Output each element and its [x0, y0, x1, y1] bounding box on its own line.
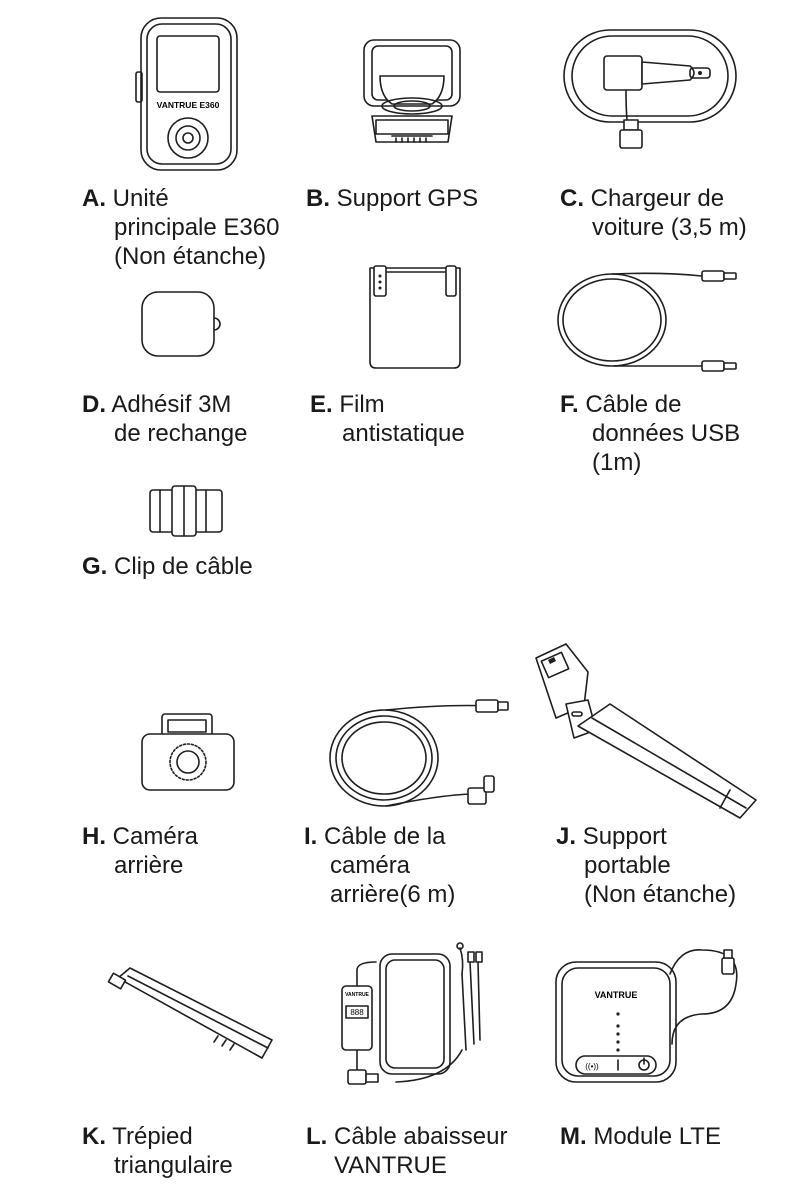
caption-letter: K.	[82, 1123, 106, 1150]
caption-line: caméra	[330, 852, 411, 879]
caption-a: A. Unité principale E360 (Non étanche)	[82, 184, 279, 271]
caption-line: (Non étanche)	[114, 243, 267, 270]
caption-line: Caméra	[112, 823, 199, 850]
caption-letter: D.	[82, 391, 106, 418]
caption-f: F. Câble de données USB (1m)	[560, 390, 740, 477]
caption-line: données USB	[592, 420, 741, 447]
portable-stand-icon	[526, 634, 776, 834]
caption-d: D. Adhésif 3M de rechange	[82, 390, 247, 448]
caption-line: Support GPS	[336, 185, 479, 212]
hardwire-display-label: 888	[350, 1008, 364, 1017]
cable-clip-icon	[146, 484, 226, 538]
caption-line: Câble de	[585, 391, 682, 418]
caption-line: de rechange	[114, 420, 248, 447]
caption-line: Unité	[112, 185, 169, 212]
caption-letter: E.	[310, 391, 333, 418]
usb-cable-icon	[552, 262, 752, 378]
caption-line: arrière	[114, 852, 184, 879]
dashcam-icon: VANTRUE E360	[133, 14, 243, 174]
hardwire-kit-icon: VANTRUE 888	[336, 940, 516, 1090]
caption-line: Câble abaisseur	[334, 1123, 508, 1150]
caption-letter: L.	[306, 1123, 328, 1150]
lte-module-icon: VANTRUE ((•))	[552, 944, 752, 1094]
rear-camera-icon	[134, 710, 244, 800]
caption-b: B. Support GPS	[306, 184, 478, 213]
caption-k: K. Trépied triangulaire	[82, 1122, 233, 1180]
caption-c: C. Chargeur de voiture (3,5 m)	[560, 184, 747, 242]
antistatic-film-icon	[364, 262, 469, 372]
caption-line: (Non étanche)	[584, 881, 737, 908]
caption-line: voiture (3,5 m)	[592, 214, 747, 241]
caption-line: antistatique	[342, 420, 465, 447]
caption-letter: H.	[82, 823, 106, 850]
caption-line: Module LTE	[593, 1123, 721, 1150]
rear-camera-cable-icon	[326, 690, 516, 812]
caption-letter: J.	[556, 823, 577, 850]
caption-letter: I.	[304, 823, 318, 850]
caption-line: arrière(6 m)	[330, 881, 456, 908]
caption-l: L. Câble abaisseur VANTRUE	[306, 1122, 507, 1180]
caption-line: Câble de la	[324, 823, 446, 850]
camera-brand-label: VANTRUE E360	[157, 100, 220, 110]
caption-e: E. Film antistatique	[310, 390, 465, 448]
caption-line: Trépied	[112, 1123, 193, 1150]
caption-letter: C.	[560, 185, 584, 212]
caption-line: principale E360	[114, 214, 280, 241]
hardwire-brand-label: VANTRUE	[345, 992, 369, 998]
caption-h: H. Caméra arrière	[82, 822, 198, 880]
caption-i: I. Câble de la caméra arrière(6 m)	[304, 822, 455, 909]
caption-g: G. Clip de câble	[82, 552, 253, 581]
car-charger-icon	[550, 26, 740, 156]
caption-line: Clip de câble	[114, 553, 253, 580]
lte-brand-label: VANTRUE	[595, 990, 638, 1000]
caption-line: Film	[339, 391, 385, 418]
caption-line: portable	[584, 852, 671, 879]
caption-line: triangulaire	[114, 1152, 233, 1179]
caption-letter: B.	[306, 185, 330, 212]
gps-mount-icon	[352, 36, 472, 154]
caption-line: (1m)	[592, 449, 642, 476]
caption-j: J. Support portable (Non étanche)	[556, 822, 736, 909]
tripod-icon	[104, 956, 284, 1066]
caption-letter: F.	[560, 391, 579, 418]
adhesive-pad-icon	[138, 288, 228, 362]
svg-text:((•)): ((•))	[585, 1062, 599, 1071]
caption-line: Adhésif 3M	[111, 391, 232, 418]
caption-line: Chargeur de	[590, 185, 725, 212]
caption-letter: A.	[82, 185, 106, 212]
caption-m: M. Module LTE	[560, 1122, 721, 1151]
caption-line: VANTRUE	[334, 1152, 447, 1179]
caption-line: Support	[582, 823, 667, 850]
caption-letter: G.	[82, 553, 108, 580]
caption-letter: M.	[560, 1123, 587, 1150]
